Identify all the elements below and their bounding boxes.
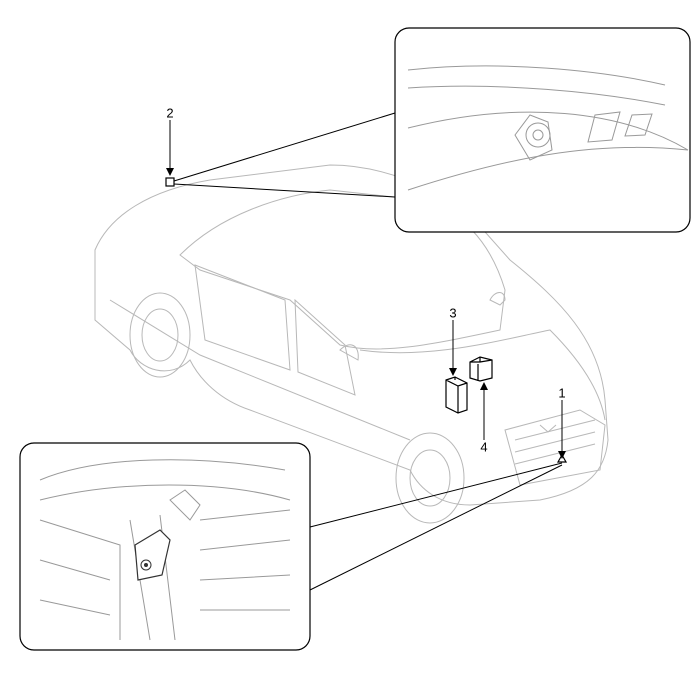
control-module-3 (445, 376, 468, 414)
inset-front-camera (19, 442, 311, 651)
control-module-4 (469, 356, 493, 382)
camera-rear (165, 177, 175, 187)
callout-1: 1 (558, 385, 566, 401)
callout-3: 3 (449, 305, 457, 321)
callout-2: 2 (166, 105, 174, 121)
inset-rear-camera (394, 27, 691, 233)
callout-4: 4 (480, 439, 488, 455)
vehicle-outline (94, 164, 609, 524)
leader-lines (166, 112, 566, 591)
